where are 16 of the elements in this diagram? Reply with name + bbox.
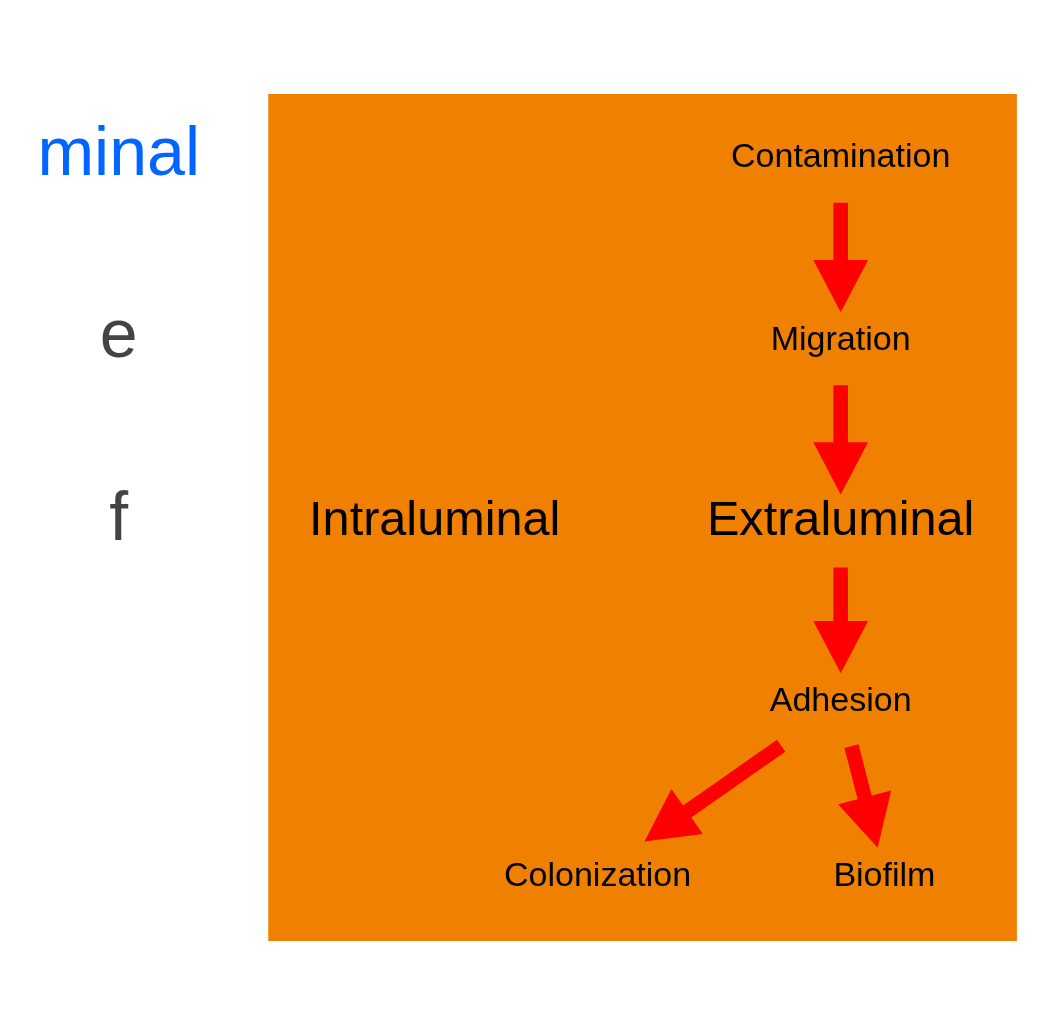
cluster <box>268 93 1017 941</box>
node-text: Intraluminal <box>309 490 561 545</box>
node-text: Adhesion <box>769 679 912 718</box>
node-text: Contamination <box>730 135 951 174</box>
arrow <box>838 743 892 848</box>
arrow <box>813 202 869 312</box>
node-text: Biofilm <box>833 854 936 893</box>
arrow <box>644 739 786 841</box>
label: minal <box>37 112 201 189</box>
label: e <box>99 294 138 371</box>
node-text: Migration <box>770 318 911 357</box>
node-text: Colonization <box>504 854 692 893</box>
node-text: Extraluminal <box>706 490 975 545</box>
arrow <box>813 384 869 494</box>
arrow <box>813 566 869 673</box>
label: f <box>109 477 129 554</box>
